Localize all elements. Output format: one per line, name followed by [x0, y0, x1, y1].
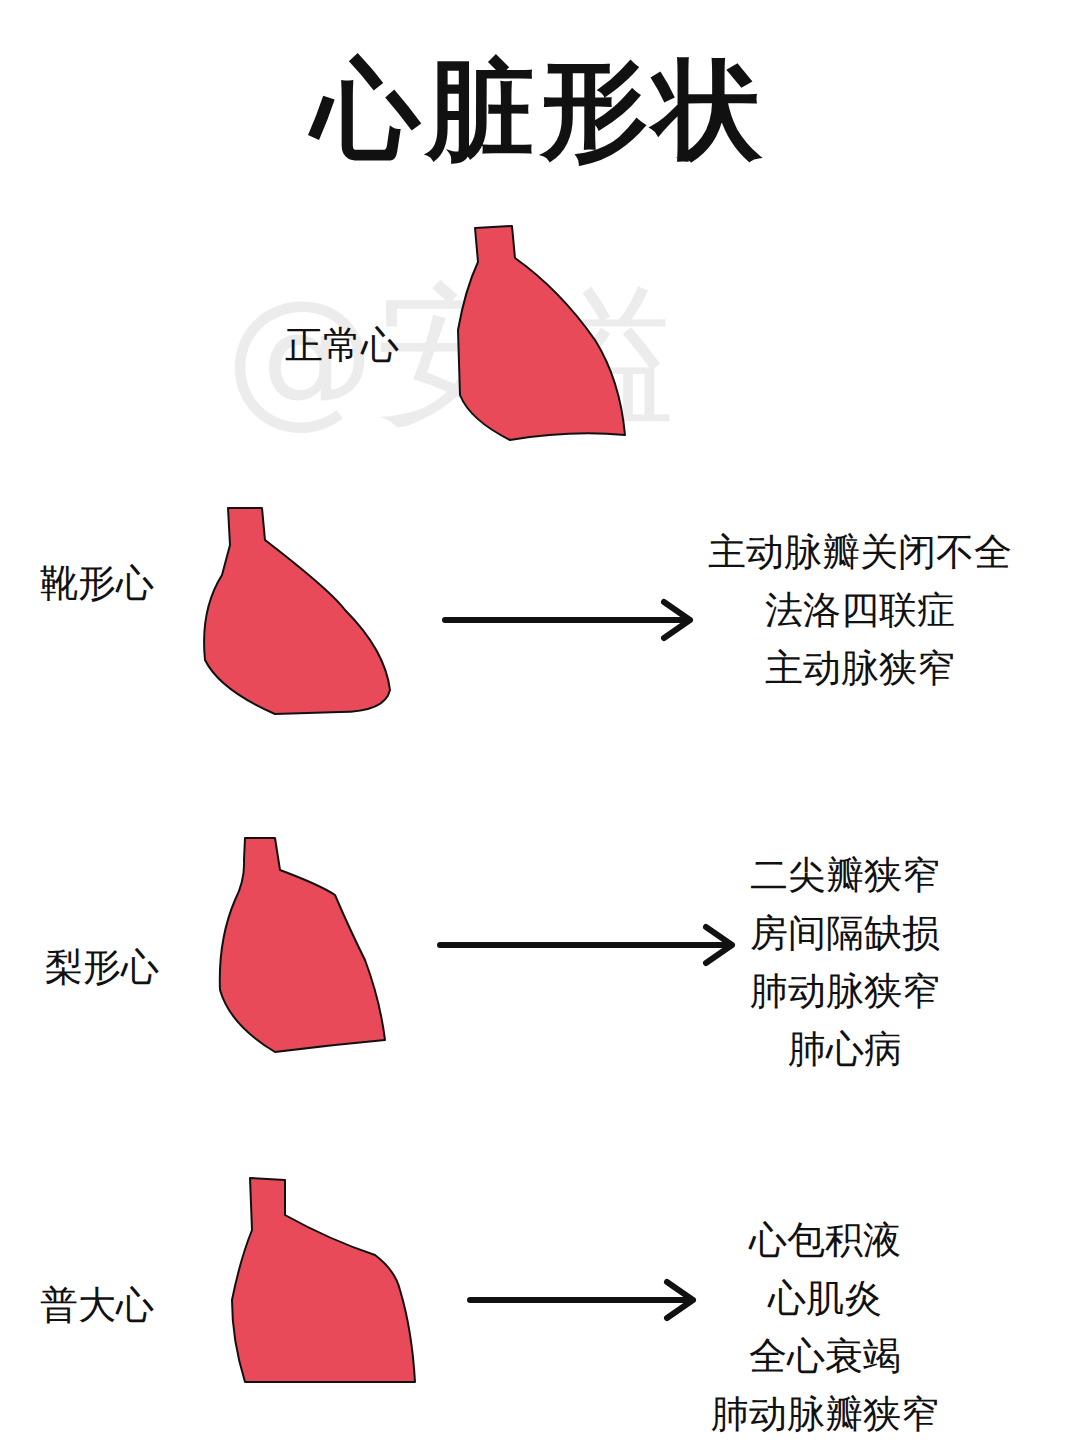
heart-label: 正常心 [285, 320, 399, 370]
heart-shape-node: 普大心 [30, 1172, 425, 1387]
condition-name: 房间隔缺损 [740, 904, 950, 962]
condition-name: 心包积液 [701, 1211, 949, 1269]
arrow-connector [445, 602, 690, 638]
condition-name: 二尖瓣狭窄 [740, 846, 950, 904]
arrow-connector [440, 927, 732, 963]
arrow-line [440, 927, 732, 963]
heart-label: 梨形心 [45, 942, 159, 992]
condition-name: 肺动脉瓣狭窄 [701, 1385, 949, 1443]
heart-label: 普大心 [40, 1280, 154, 1330]
heart-silhouette [204, 508, 390, 714]
heart-silhouette [220, 838, 385, 1052]
condition-list: 二尖瓣狭窄房间隔缺损肺动脉狭窄肺心病 [740, 846, 950, 1078]
heart-label: 靴形心 [40, 558, 154, 608]
condition-list: 主动脉瓣关闭不全法洛四联症主动脉狭窄 [698, 523, 1022, 697]
heart-silhouette [458, 226, 625, 440]
heart-outline [35, 500, 400, 725]
condition-name: 肺心病 [740, 1020, 950, 1078]
heart-silhouette [232, 1178, 415, 1382]
condition-name: 主动脉狭窄 [698, 639, 1022, 697]
heart-shape-node: 正常心 [280, 222, 630, 444]
arrow-connector [470, 1282, 693, 1318]
condition-name: 全心衰竭 [701, 1327, 949, 1385]
condition-name: 肺动脉狭窄 [740, 962, 950, 1020]
condition-list: 心包积液心肌炎全心衰竭肺动脉瓣狭窄 [701, 1211, 949, 1443]
condition-name: 主动脉瓣关闭不全 [698, 523, 1022, 581]
heart-shape-node: 靴形心 [35, 500, 400, 725]
condition-name: 法洛四联症 [698, 581, 1022, 639]
page-title: 心脏形状 [0, 40, 1080, 180]
arrow-line [470, 1282, 693, 1318]
arrow-line [445, 602, 690, 638]
heart-outline [30, 1172, 425, 1387]
heart-shape-node: 梨形心 [40, 832, 395, 1060]
condition-name: 心肌炎 [701, 1269, 949, 1327]
